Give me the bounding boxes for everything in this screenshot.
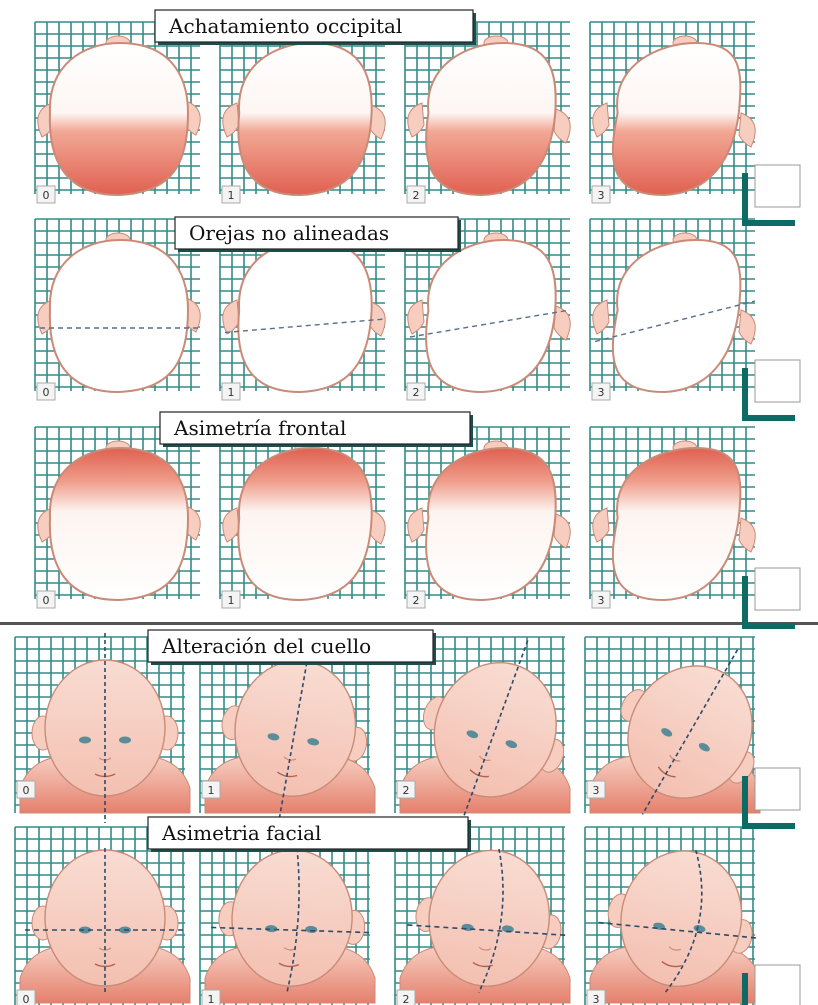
- grade-cell-0: 0: [35, 22, 200, 203]
- section-face: 0 1 2 3: [15, 827, 774, 1005]
- grade-cell-0: 0: [35, 427, 200, 608]
- ear-left: [223, 508, 239, 542]
- grade-label: 2: [413, 594, 420, 607]
- grade-label: 1: [228, 189, 235, 202]
- grade-label: 0: [23, 993, 30, 1005]
- ear-left: [593, 508, 609, 542]
- ear-left: [408, 508, 424, 542]
- grade-label: 0: [43, 594, 50, 607]
- grade-cell-3: 3: [590, 219, 755, 400]
- section-title: Achatamiento occipital: [168, 14, 402, 38]
- ear-left: [408, 300, 424, 334]
- grade-label: 0: [43, 386, 50, 399]
- ear-left: [223, 300, 239, 334]
- grade-cell-1: 1: [200, 827, 377, 1005]
- ear-right: [554, 514, 570, 548]
- section-title: Alteración del cuello: [161, 634, 371, 658]
- grade-cell-0: 0: [15, 827, 190, 1005]
- grade-label: 0: [43, 189, 50, 202]
- section-title-face: Asimetria facial: [148, 817, 471, 852]
- skull-outline: [50, 448, 188, 600]
- grade-cell-3: 3: [590, 427, 755, 608]
- skull-outline: [238, 240, 371, 392]
- score-box: [755, 965, 800, 1005]
- grade-cell-2: 2: [395, 827, 578, 1005]
- grade-label: 3: [593, 784, 600, 797]
- grade-cell-1: 1: [220, 22, 385, 203]
- ear-left: [593, 300, 609, 334]
- skull-outline: [238, 448, 371, 600]
- skull-outline: [50, 240, 188, 392]
- grade-label: 2: [403, 784, 410, 797]
- section-title: Asimetría frontal: [173, 416, 346, 440]
- grade-label: 2: [403, 993, 410, 1005]
- score-box: [755, 360, 800, 402]
- eye-right: [119, 737, 131, 744]
- grade-label: 1: [208, 993, 215, 1005]
- ear-left: [223, 103, 239, 137]
- grade-label: 2: [413, 189, 420, 202]
- section-title-ears: Orejas no alineadas: [175, 217, 461, 252]
- score-box: [755, 165, 800, 207]
- grade-label: 1: [228, 386, 235, 399]
- section-title: Orejas no alineadas: [189, 221, 389, 245]
- section-title: Asimetria facial: [161, 821, 321, 845]
- grade-label: 3: [598, 594, 605, 607]
- grade-cell-2: 2: [405, 22, 570, 203]
- ear-left: [593, 103, 609, 137]
- score-marker: [745, 165, 800, 223]
- grade-label: 1: [228, 594, 235, 607]
- grade-label: 3: [598, 386, 605, 399]
- score-marker: [745, 568, 800, 626]
- eye-left: [79, 737, 91, 744]
- grade-label: 1: [208, 784, 215, 797]
- ear-left: [408, 103, 424, 137]
- score-box: [755, 768, 800, 810]
- score-box: [755, 568, 800, 610]
- section-title-front: Asimetría frontal: [160, 412, 473, 447]
- grade-label: 2: [413, 386, 420, 399]
- section-divider: [0, 622, 818, 625]
- ear-right: [554, 109, 570, 143]
- grade-cell-1: 1: [220, 427, 385, 608]
- grade-label: 0: [23, 784, 30, 797]
- section-front: 0 1 2 3: [35, 427, 755, 608]
- section-title-neck: Alteración del cuello: [148, 630, 436, 665]
- score-marker: [745, 360, 800, 418]
- grade-cell-3: 3: [590, 22, 755, 203]
- grade-cell-3: 3: [579, 613, 800, 851]
- grade-cell-2: 2: [405, 427, 570, 608]
- grade-label: 3: [593, 993, 600, 1005]
- section-back: 0 1 2 3: [35, 22, 755, 203]
- skull-outline: [238, 43, 371, 195]
- grade-label: 3: [598, 189, 605, 202]
- skull-outline: [50, 43, 188, 195]
- section-title-back: Achatamiento occipital: [155, 10, 476, 45]
